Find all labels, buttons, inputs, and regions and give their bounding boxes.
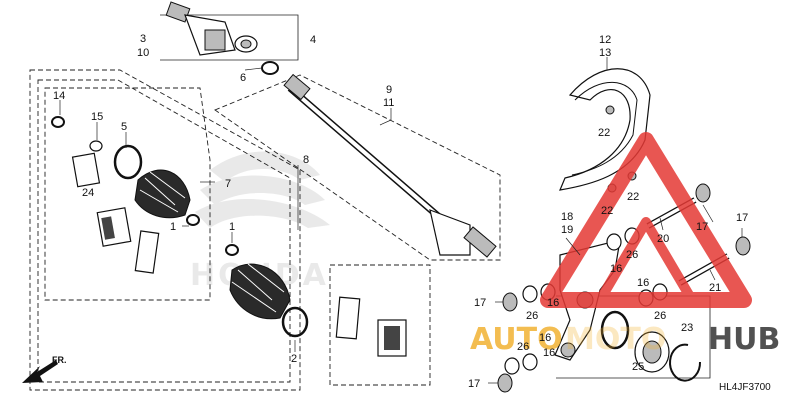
callout-1a: 1 bbox=[170, 221, 176, 233]
callout-26c: 26 bbox=[654, 310, 666, 322]
callout-8: 8 bbox=[303, 154, 309, 166]
callout-21: 21 bbox=[709, 282, 721, 294]
callout-26d: 26 bbox=[517, 341, 529, 353]
callout-16d: 16 bbox=[539, 332, 551, 344]
outer-assembly-outline bbox=[29, 69, 301, 391]
stopper-ring-15 bbox=[89, 140, 103, 152]
driveshaft bbox=[283, 73, 497, 258]
inner-cv-joint bbox=[165, 1, 236, 56]
band-5 bbox=[113, 144, 143, 180]
callout-16a: 16 bbox=[610, 263, 622, 275]
callout-6: 6 bbox=[240, 72, 246, 84]
callout-16e: 16 bbox=[543, 347, 555, 359]
callout-25: 25 bbox=[632, 361, 644, 373]
callout-17c: 17 bbox=[736, 212, 748, 224]
callout-22c: 22 bbox=[627, 191, 639, 203]
callout-15: 15 bbox=[91, 111, 103, 123]
callout-13: 13 bbox=[599, 47, 611, 59]
callout-26a: 26 bbox=[626, 249, 638, 261]
circlip-small bbox=[261, 61, 279, 75]
callout-22b: 22 bbox=[601, 205, 613, 217]
callout-10: 10 bbox=[137, 47, 149, 59]
callout-4: 4 bbox=[310, 34, 316, 46]
direction-label: FR. bbox=[52, 355, 67, 365]
callout-26b: 26 bbox=[526, 310, 538, 322]
inner-boot bbox=[229, 263, 291, 320]
inner-boot-group-outline bbox=[329, 264, 431, 386]
outer-joint-group-outline bbox=[44, 87, 211, 301]
callout-11: 11 bbox=[383, 97, 394, 109]
inner-assembly-outline bbox=[37, 79, 291, 383]
watermark-auto: AUTO bbox=[470, 322, 563, 357]
driveshaft-group-outline bbox=[214, 74, 501, 261]
callout-24: 24 bbox=[82, 187, 94, 199]
watermark-hub: HUB bbox=[708, 322, 780, 357]
callout-17a: 17 bbox=[474, 297, 486, 309]
callout-22a: 22 bbox=[598, 127, 610, 139]
callout-18: 18 bbox=[561, 211, 573, 223]
callout-2: 2 bbox=[291, 353, 297, 365]
callout-20: 20 bbox=[657, 233, 669, 245]
band-2 bbox=[281, 306, 309, 338]
leader-lines bbox=[59, 57, 743, 384]
seals-17 bbox=[497, 183, 751, 393]
callout-5: 5 bbox=[121, 121, 127, 133]
snap-ring bbox=[669, 343, 702, 382]
callout-7: 7 bbox=[225, 178, 231, 190]
autohub-watermark: AUTO MOTO HUB bbox=[470, 132, 780, 357]
clip-ring-14 bbox=[51, 116, 65, 128]
bearing-25 bbox=[634, 331, 670, 373]
callout-1b: 1 bbox=[229, 221, 235, 233]
front-direction-arrow: FR. bbox=[22, 355, 67, 383]
diagram-code: HL4JF3700 bbox=[719, 382, 771, 393]
outer-boot bbox=[134, 169, 191, 219]
callout-17b: 17 bbox=[696, 221, 708, 233]
callout-3: 3 bbox=[140, 33, 146, 45]
callout-19: 19 bbox=[561, 224, 573, 236]
callout-16b: 16 bbox=[547, 297, 559, 309]
callout-labels: 3 10 4 6 9 11 12 13 14 15 5 24 7 8 1 1 2… bbox=[53, 33, 771, 393]
callout-9: 9 bbox=[386, 84, 392, 96]
grease-packs-24 bbox=[71, 152, 160, 274]
callout-16c: 16 bbox=[637, 277, 649, 289]
seal-23 bbox=[600, 310, 630, 350]
inner-joint-bracket bbox=[160, 14, 299, 61]
callout-14: 14 bbox=[53, 90, 65, 102]
grease-packs-inner bbox=[335, 296, 407, 357]
small-band-1 bbox=[186, 214, 200, 226]
bearing-cage bbox=[234, 35, 258, 53]
callout-17d: 17 bbox=[468, 378, 480, 390]
callout-12: 12 bbox=[599, 34, 611, 46]
callout-23: 23 bbox=[681, 322, 693, 334]
watermark-moto: MOTO bbox=[565, 322, 666, 357]
band-1-inner bbox=[225, 244, 239, 256]
